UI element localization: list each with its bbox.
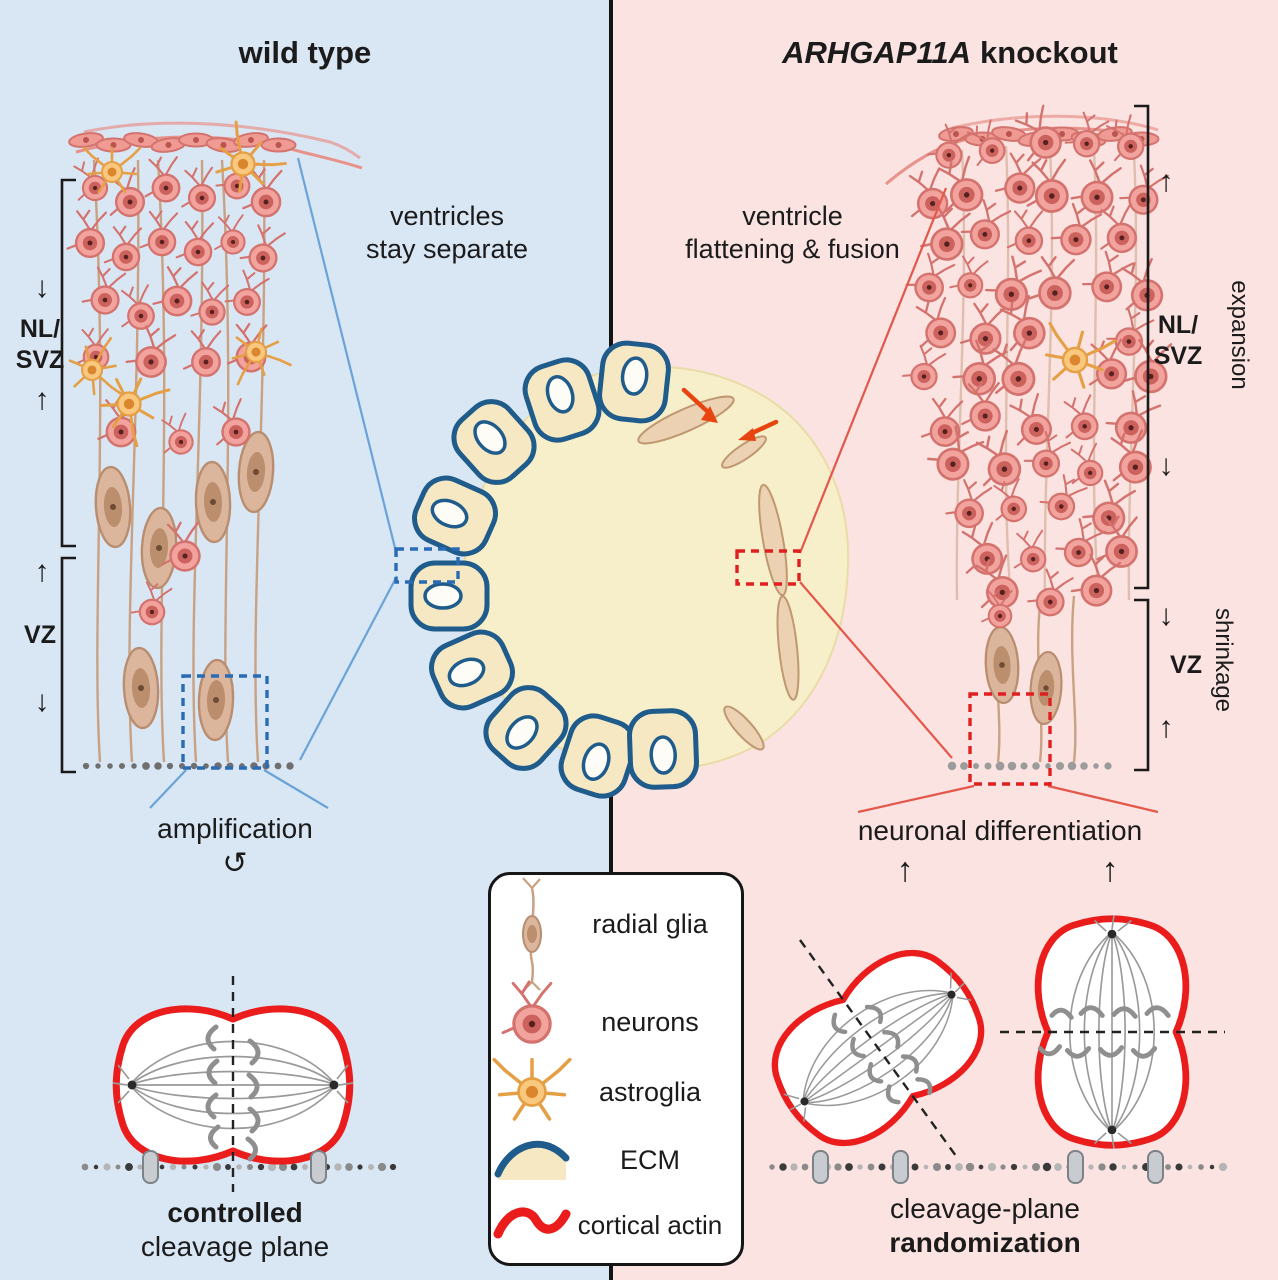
ko-ventricle-note: ventricle flattening & fusion [655,200,930,266]
wt-nlsvz-label-line1: NL/ [19,315,61,343]
wt-vz-label: VZ [24,621,56,649]
knockout-title-gene: ARHGAP11A [782,35,972,70]
ko-cleavage-label: cleavage-plane randomization [785,1192,1185,1260]
ko-nlsvz-up-arrow: ↑ [1158,165,1174,198]
ko-cleavage-label-line2: randomization [889,1227,1081,1259]
wt-nlsvz-up-arrow: ↑ [34,383,50,416]
wt-amplification-label: amplification [157,813,313,844]
wild-type-title: wild type [238,35,372,70]
wt-vz-up-arrow: ↑ [34,555,50,588]
wt-nlsvz-label: NL/ SVZ [8,314,72,375]
wt-ventricle-note-line1: ventricles [389,201,505,231]
ko-nlsvz-label-line2: SVZ [1153,341,1203,370]
ko-nlsvz-label: NL/ SVZ [1146,310,1210,371]
wt-vz-down-arrow: ↓ [34,685,50,718]
wt-ventricle-note: ventricles stay separate [327,200,567,266]
ko-vz-down-arrow: ↓ [1158,599,1174,632]
ko-diff-up-arrow-1: ↑ [896,851,914,889]
ko-ventricle-note-line2: flattening & fusion [685,233,900,264]
wt-cleavage-label: controlled cleavage plane [75,1196,395,1264]
wt-nlsvz-down-arrow: ↓ [34,271,50,304]
legend-label-neurons: neurons [601,1007,699,1037]
legend-label-cortical-actin: cortical actin [577,1210,723,1240]
wt-cleavage-label-line1: controlled [167,1197,303,1228]
knockout-title-text: knockout [980,35,1118,70]
wt-self-renewal-icon: ↺ [222,847,248,880]
ko-cleavage-label-line1: cleavage-plane [890,1193,1080,1224]
ko-expansion-label: expansion [1226,280,1253,390]
ko-vz-up-arrow: ↑ [1158,711,1174,744]
legend-label-astroglia: astroglia [598,1077,702,1107]
ko-nlsvz-label-line1: NL/ [1157,311,1199,339]
ko-shrinkage-label: shrinkage [1210,607,1237,713]
ko-ventricle-note-line1: ventricle [742,201,843,231]
ko-diff-up-arrow-2: ↑ [1101,851,1119,889]
wt-cleavage-label-line2: cleavage plane [140,1231,330,1263]
ko-vz-label: VZ [1170,651,1202,679]
wt-nlsvz-label-line2: SVZ [15,345,65,374]
ko-nlsvz-down-arrow: ↓ [1158,449,1174,482]
legend-label-radial-glia: radial glia [592,909,708,939]
wt-ventricle-note-line2: stay separate [365,233,529,264]
legend-label-ecm: ECM [620,1145,680,1175]
ko-differentiation-label: neuronal differentiation [857,815,1143,846]
